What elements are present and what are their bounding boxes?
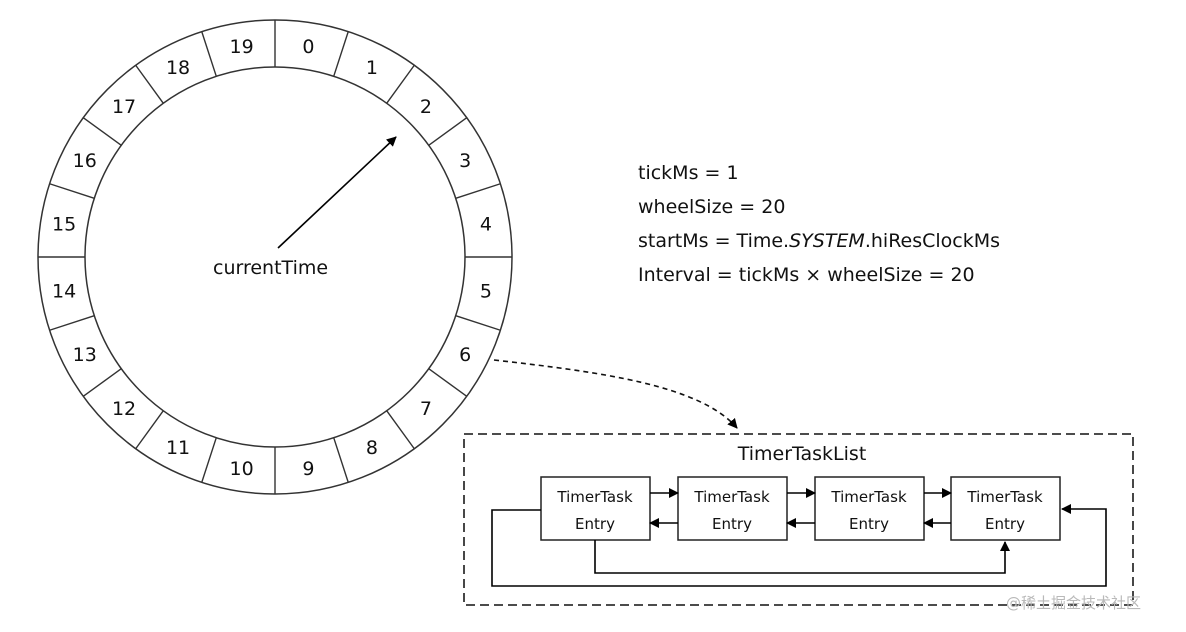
wheel-slot-divider bbox=[386, 410, 415, 450]
tail-to-head-link bbox=[594, 540, 1010, 574]
wheel-slot-divider bbox=[201, 437, 217, 483]
wheel-slot-4-label: 4 bbox=[480, 214, 492, 236]
wheel-size-line: wheelSize = 20 bbox=[638, 196, 786, 218]
wheel-slot-1-label: 1 bbox=[366, 57, 378, 79]
entry-label-line1: TimerTask bbox=[693, 488, 770, 506]
wheel-slot-19-label: 19 bbox=[230, 36, 254, 58]
wheel-slot-7-label: 7 bbox=[420, 398, 432, 420]
wheel-slot-0-label: 0 bbox=[302, 36, 314, 58]
start-ms-suffix: .hiResClockMs bbox=[864, 230, 1001, 252]
wheel-slot-13-label: 13 bbox=[73, 344, 97, 366]
wheel-slot-3-label: 3 bbox=[459, 150, 471, 172]
entry-label-line2: Entry bbox=[575, 515, 615, 533]
wheel-slot-11-label: 11 bbox=[166, 437, 190, 459]
wheel-dividers bbox=[38, 20, 512, 494]
timer-task-entry: TimerTask Entry bbox=[814, 476, 925, 541]
watermark: @稀土掘金技术社区 bbox=[1006, 594, 1142, 612]
slot-to-tasklist-connector bbox=[493, 359, 738, 429]
wheel-slot-15-label: 15 bbox=[52, 214, 76, 236]
wheel-slot-18-label: 18 bbox=[166, 57, 190, 79]
wheel-slot-8-label: 8 bbox=[366, 437, 378, 459]
timer-task-entry: TimerTask Entry bbox=[540, 476, 651, 541]
wheel-slot-divider bbox=[333, 437, 349, 483]
entry-label-line2: Entry bbox=[849, 515, 889, 533]
entry-label-line1: TimerTask bbox=[830, 488, 907, 506]
wheel-slot-16-label: 16 bbox=[73, 150, 97, 172]
entry-label-line1: TimerTask bbox=[556, 488, 633, 506]
wheel-slot-divider bbox=[428, 368, 468, 397]
wheel-slot-divider bbox=[49, 315, 95, 331]
timer-task-entry: TimerTask Entry bbox=[950, 476, 1061, 541]
wheel-slot-6-label: 6 bbox=[459, 344, 471, 366]
current-time-pointer bbox=[277, 136, 397, 249]
wheel-slot-14-label: 14 bbox=[52, 280, 76, 302]
wheel-slot-divider bbox=[135, 64, 164, 104]
current-time-label: currentTime bbox=[213, 257, 328, 279]
tick-ms-line: tickMs = 1 bbox=[638, 162, 739, 184]
wheel-slot-10-label: 10 bbox=[230, 458, 254, 480]
wheel-slot-5-label: 5 bbox=[480, 280, 492, 302]
wheel-slot-divider bbox=[455, 315, 501, 331]
wheel-slot-17-label: 17 bbox=[112, 96, 136, 118]
wheel-slot-divider bbox=[82, 117, 122, 146]
wheel-slot-9-label: 9 bbox=[302, 458, 314, 480]
wheel-slot-2-label: 2 bbox=[420, 96, 432, 118]
start-ms-line: startMs = Time.SYSTEM.hiResClockMs bbox=[638, 224, 1000, 258]
entry-label-line2: Entry bbox=[712, 515, 752, 533]
wheel-slot-divider bbox=[49, 183, 95, 199]
wheel-slot-divider bbox=[455, 183, 501, 199]
entry-label-line1: TimerTask bbox=[966, 488, 1043, 506]
wheel-slot-12-label: 12 bbox=[112, 398, 136, 420]
interval-line: Interval = tickMs × wheelSize = 20 bbox=[638, 264, 975, 286]
head-to-tail-link bbox=[491, 504, 1107, 587]
wheel-slot-divider bbox=[201, 31, 217, 77]
wheel-slot-divider bbox=[428, 117, 468, 146]
wheel-slot-divider bbox=[82, 368, 122, 397]
entry-label-line2: Entry bbox=[985, 515, 1025, 533]
wheel-parameters: tickMs = 1 wheelSize = 20 startMs = Time… bbox=[638, 156, 1000, 292]
timer-task-list-title: TimerTaskList bbox=[737, 443, 867, 465]
wheel-slot-divider bbox=[135, 410, 164, 450]
timer-task-entry: TimerTask Entry bbox=[677, 476, 788, 541]
start-ms-system: SYSTEM bbox=[789, 230, 865, 252]
wheel-slot-divider bbox=[333, 31, 349, 77]
wheel-slot-divider bbox=[386, 64, 415, 104]
start-ms-prefix: startMs = Time. bbox=[638, 230, 790, 252]
